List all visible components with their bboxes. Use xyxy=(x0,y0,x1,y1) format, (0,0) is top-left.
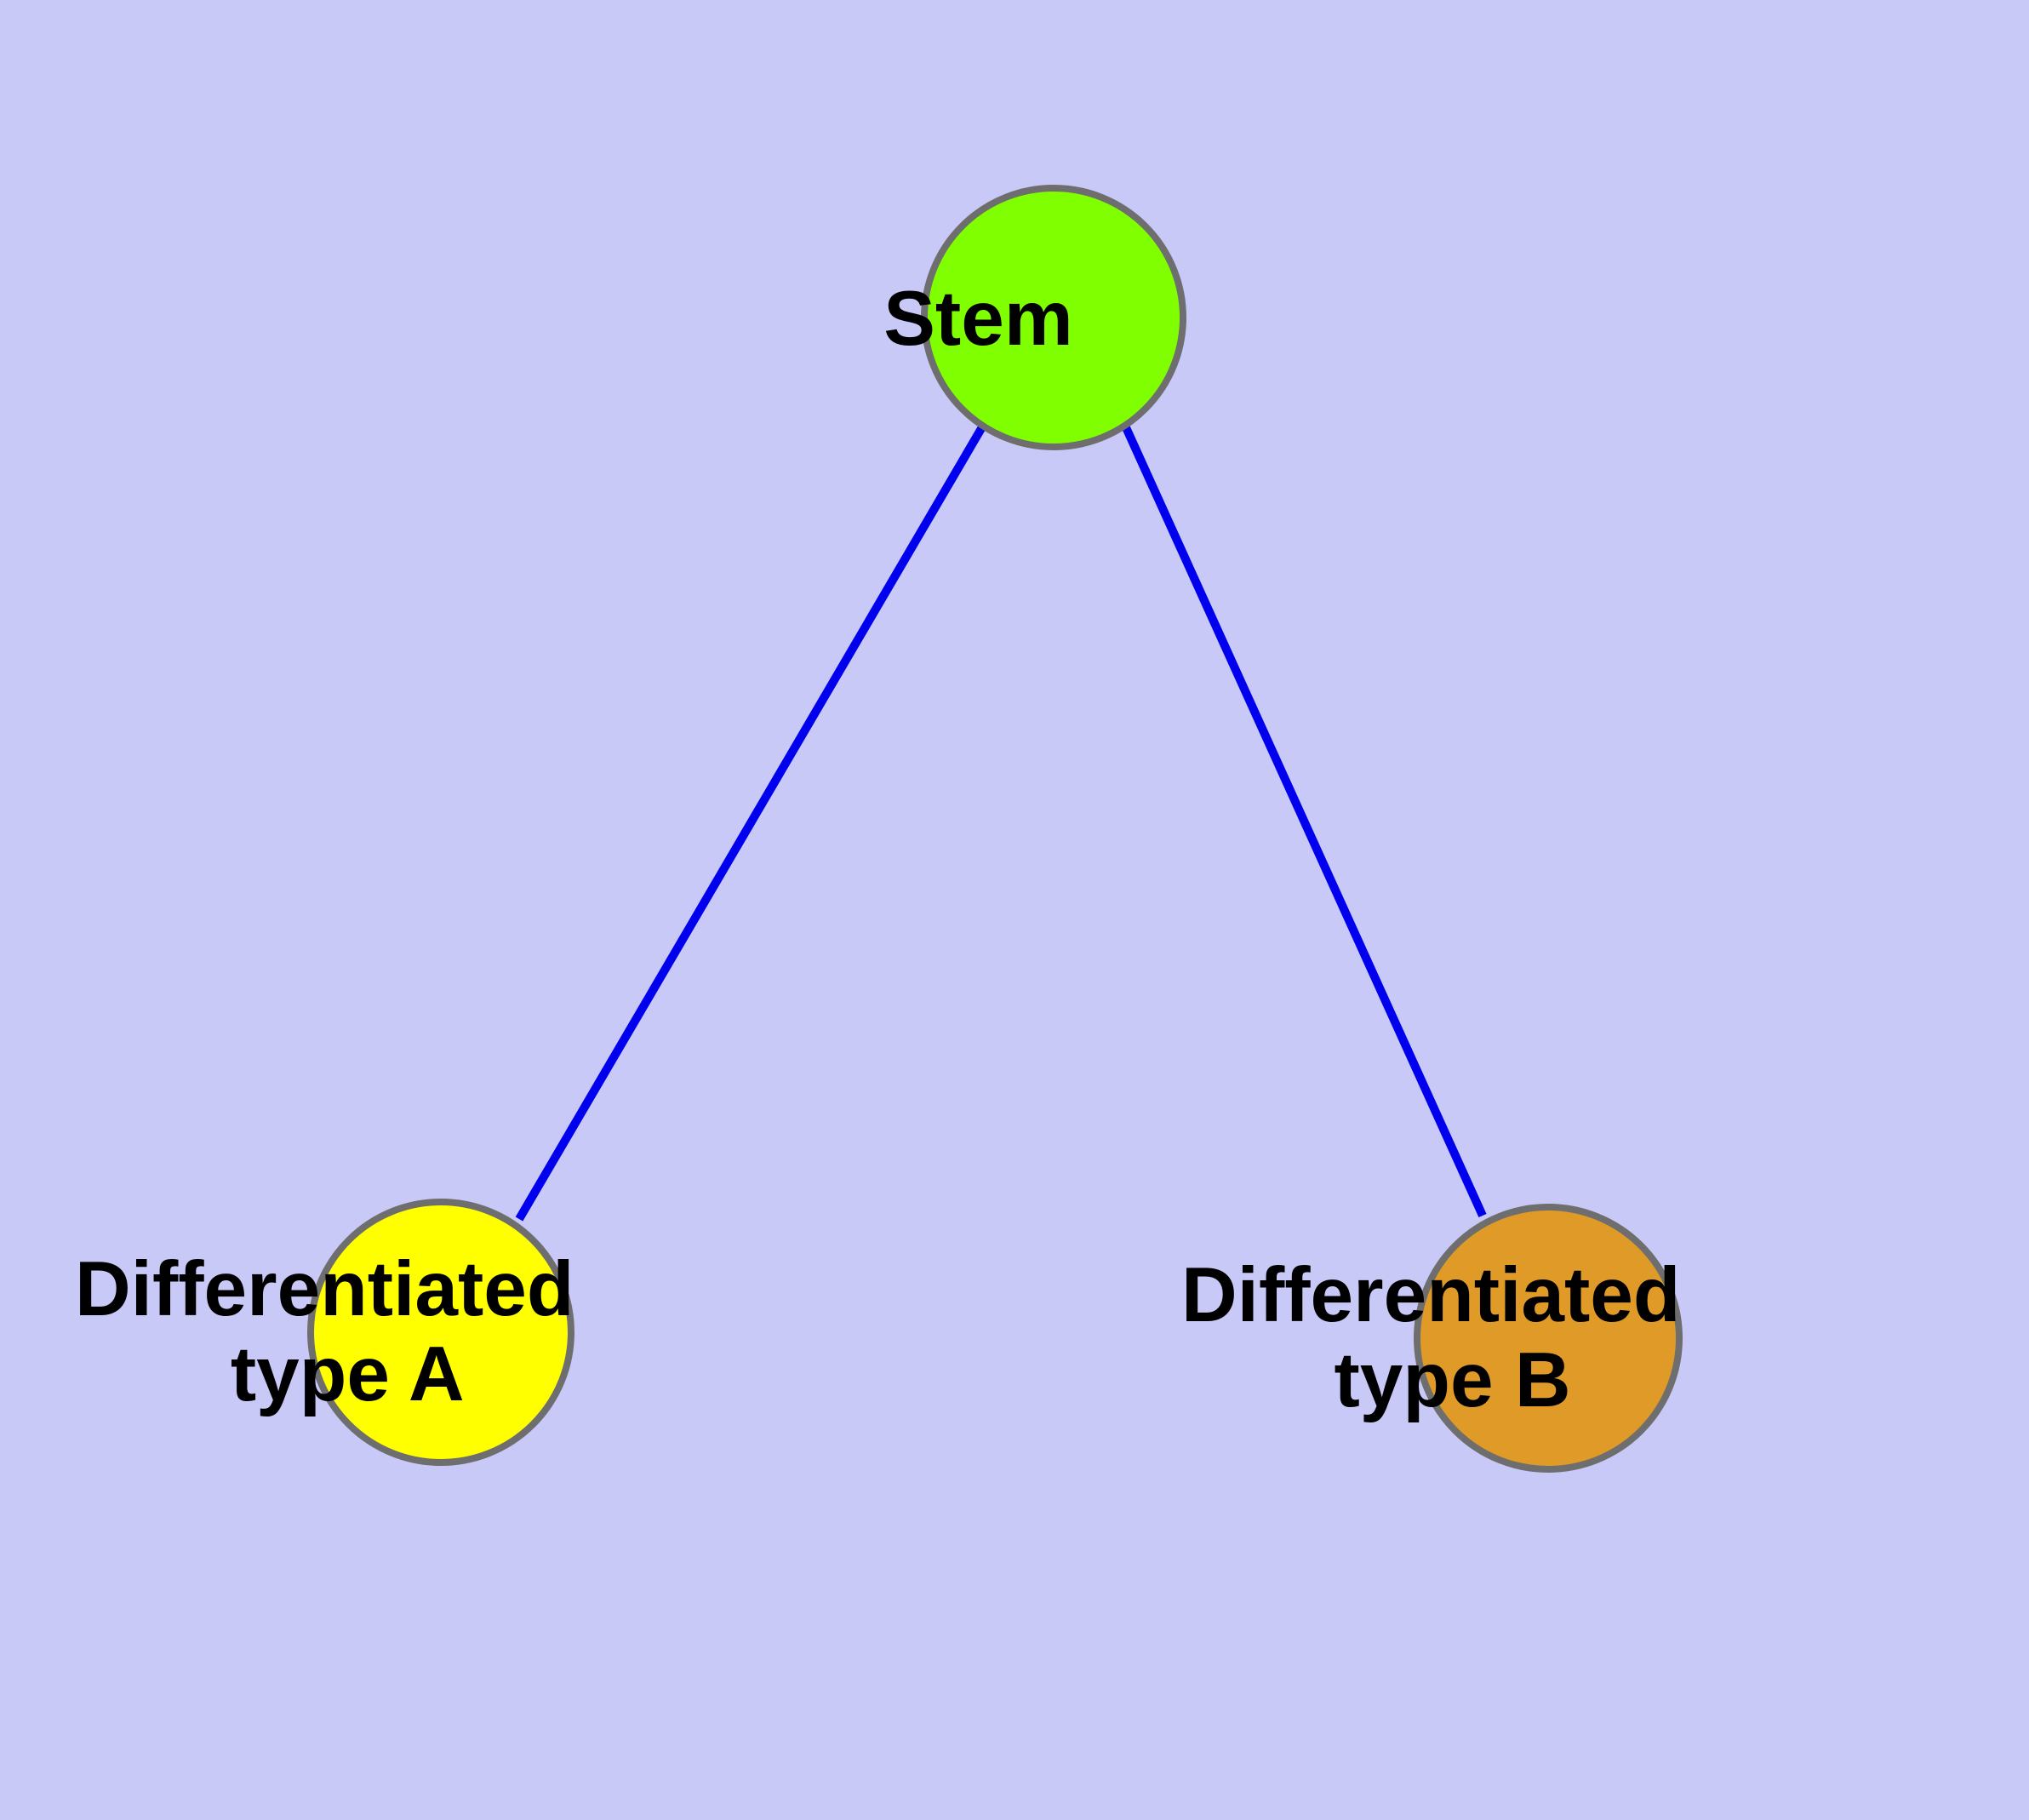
edge-stem-to-differentiated-type-b[interactable] xyxy=(1121,423,1487,1218)
node-label-differentiated-type-a: Differentiated type A xyxy=(75,1246,768,1417)
node-layer xyxy=(307,185,1683,1473)
node-stem[interactable] xyxy=(921,185,1186,450)
label-layer: Stem Differentiated type A Differentiate… xyxy=(75,276,1874,1423)
node-label-differentiated-type-a-line-2: type A xyxy=(231,1331,463,1417)
edge-stem-to-differentiated-type-a[interactable] xyxy=(515,423,987,1222)
node-label-stem-line-1: Stem xyxy=(883,276,1073,362)
node-label-differentiated-type-a-line-1: Differentiated xyxy=(75,1246,574,1332)
node-label-differentiated-type-b-line-1: Differentiated xyxy=(1181,1252,1681,1338)
node-differentiated-type-a[interactable] xyxy=(307,1199,574,1466)
node-differentiated-type-b[interactable] xyxy=(1414,1204,1683,1473)
node-label-differentiated-type-b: Differentiated type B xyxy=(1181,1252,1874,1423)
edge-layer xyxy=(515,423,1487,1222)
node-label-differentiated-type-b-line-2: type B xyxy=(1334,1337,1570,1423)
node-label-stem: Stem xyxy=(883,276,1224,362)
